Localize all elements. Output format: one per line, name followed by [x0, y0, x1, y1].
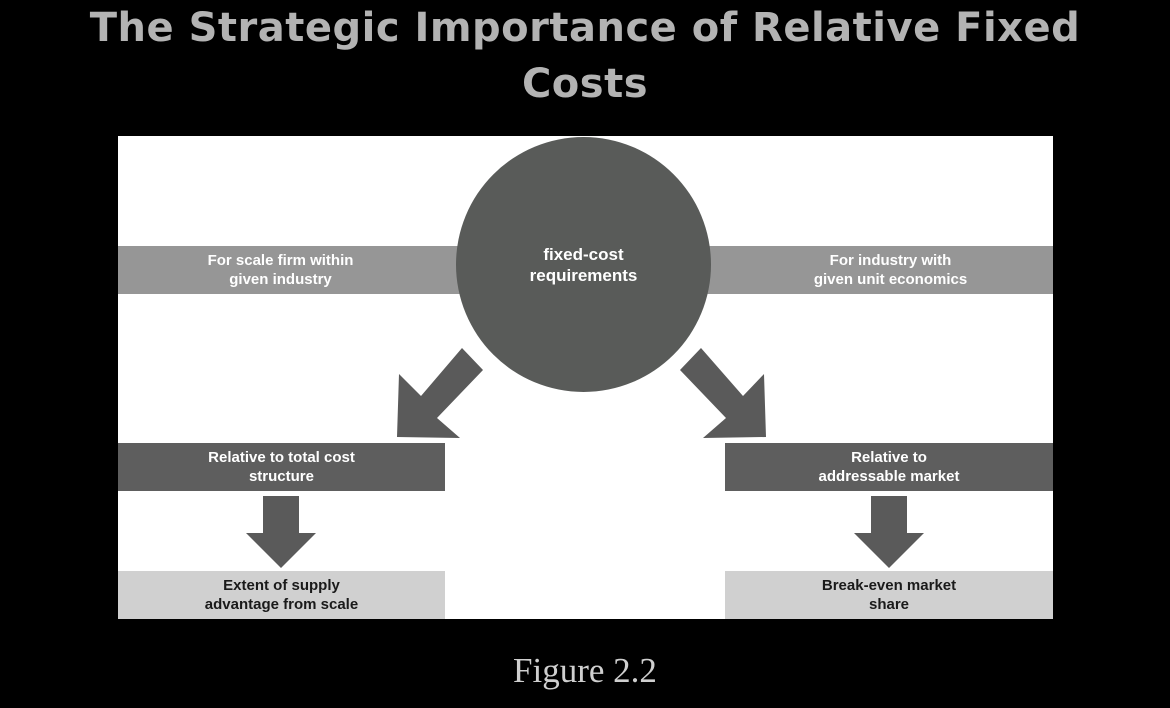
relative-to-addressable-market-box: Relative to addressable market — [725, 443, 1053, 491]
right-context-label: For industry with given unit economics — [813, 252, 968, 288]
left-context-label: For scale firm within given industry — [207, 252, 354, 288]
slide-title-line-2: Costs — [521, 61, 649, 107]
figure-caption: Figure 2.2 — [513, 651, 657, 690]
fixed-cost-requirements-circle: fixed-cost requirements — [456, 137, 711, 392]
slide-title: The Strategic Importance of Relative Fix… — [0, 0, 1170, 112]
slide-title-line-1: The Strategic Importance of Relative Fix… — [89, 5, 1081, 51]
relative-to-total-cost-box: Relative to total cost structure — [118, 443, 445, 491]
arrow-down-left — [246, 496, 316, 568]
arrow-to-right-branch — [680, 348, 766, 438]
arrow-down-right — [854, 496, 924, 568]
diagram-panel: For scale firm within given industry For… — [118, 136, 1053, 619]
break-even-share-box: Break-even market share — [725, 571, 1053, 619]
arrow-to-left-branch — [397, 348, 483, 438]
flow-arrows — [246, 348, 924, 568]
supply-advantage-box: Extent of supply advantage from scale — [118, 571, 445, 619]
